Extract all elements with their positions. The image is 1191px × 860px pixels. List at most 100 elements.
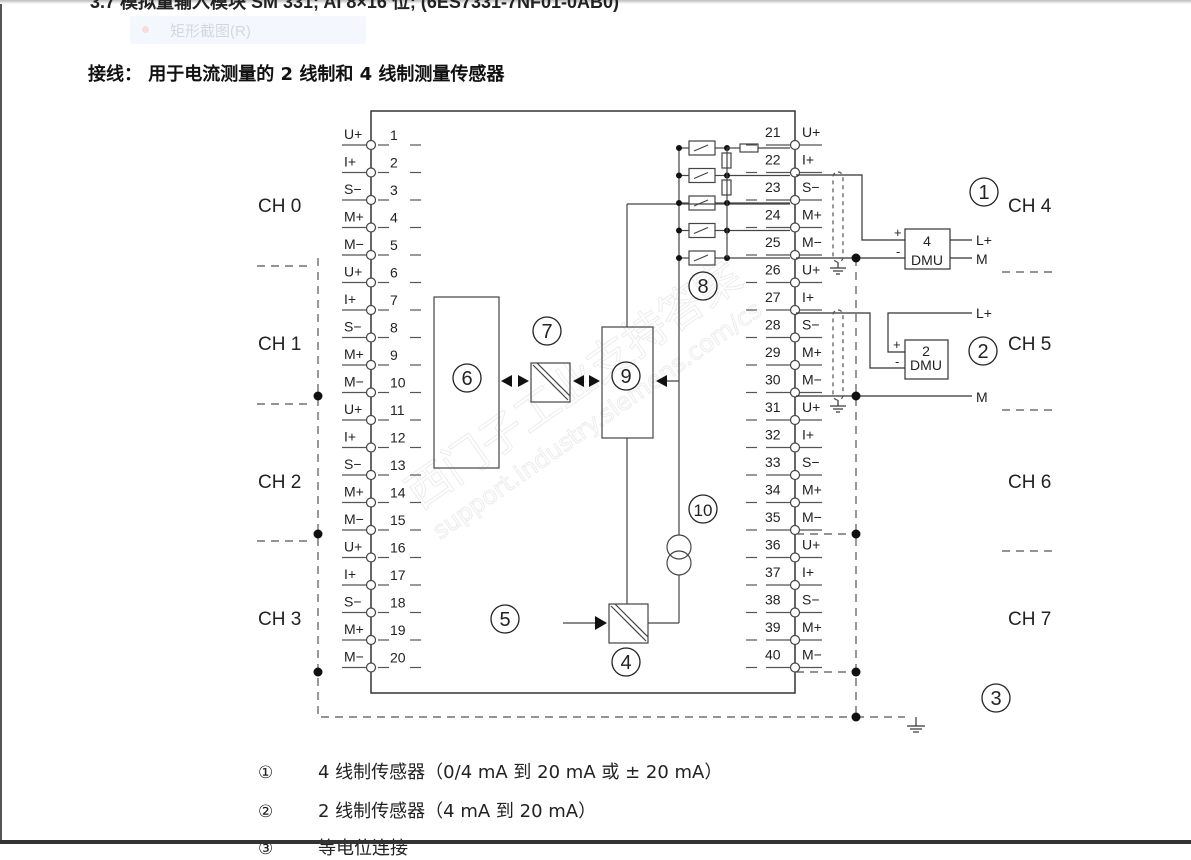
context-menu-label: 矩形截图(R) <box>170 23 251 40</box>
signal-label: S− <box>344 319 362 335</box>
terminal-25 <box>746 249 822 261</box>
terminal-1 <box>342 139 421 151</box>
converter-7 <box>530 362 571 403</box>
callout-8: 8 <box>688 271 718 301</box>
terminal-number: 2 <box>390 155 398 171</box>
terminal-24 <box>746 222 822 233</box>
terminal-number: 13 <box>390 457 406 473</box>
terminal-number: 17 <box>390 567 406 583</box>
terminal-number: 18 <box>390 595 406 611</box>
signal-label: U+ <box>344 126 362 142</box>
terminal-31 <box>746 414 822 426</box>
signal-label: S− <box>344 181 362 197</box>
terminal-number: 36 <box>765 537 781 553</box>
svg-text:3: 3 <box>990 688 1001 710</box>
dmu-label: DMU <box>910 357 942 373</box>
terminal-16 <box>342 552 421 563</box>
signal-label: M− <box>344 236 364 252</box>
input-arrow-9 <box>656 375 667 387</box>
terminal-number: 21 <box>765 124 781 140</box>
terminal-number: 20 <box>390 650 406 666</box>
callout-4: 4 <box>611 647 641 677</box>
terminal-7 <box>342 304 421 316</box>
terminal-number: 38 <box>765 592 781 608</box>
terminal-2 <box>342 167 421 178</box>
terminal-28 <box>746 332 822 343</box>
terminal-38 <box>746 607 822 618</box>
signal-label: S− <box>802 179 820 195</box>
signal-label: U+ <box>344 539 362 555</box>
terminal-3 <box>342 194 421 206</box>
channel-label: CH 4 <box>1008 196 1052 217</box>
channel-label: CH 7 <box>1008 609 1051 630</box>
signal-label: M− <box>802 234 822 250</box>
top-edge-shadow <box>0 0 1191 4</box>
ground-icon <box>830 400 846 413</box>
svg-text:7: 7 <box>541 321 552 343</box>
signal-label: I+ <box>802 564 814 580</box>
terminal-37 <box>746 579 822 591</box>
terminal-29 <box>746 359 822 371</box>
terminal-number: 16 <box>390 540 406 556</box>
terminal-number: 14 <box>390 485 406 501</box>
dmu-label: DMU <box>911 252 943 268</box>
signal-label: M+ <box>802 482 822 498</box>
signal-label: M− <box>802 509 822 525</box>
terminal-6 <box>342 277 421 288</box>
terminal-15 <box>342 524 421 536</box>
svg-text:10: 10 <box>694 501 713 520</box>
signal-label: M+ <box>344 209 364 225</box>
signal-label: M+ <box>344 621 364 637</box>
terminal-number: 10 <box>390 375 406 391</box>
dmu-wire-count: 2 <box>922 343 930 359</box>
dmu-wire-count: 4 <box>923 233 931 249</box>
callout-2: 2 <box>968 336 998 366</box>
signal-label: I+ <box>344 154 356 170</box>
page-border <box>0 0 2 844</box>
channel-label: CH 0 <box>258 196 301 217</box>
callout-10: 10 <box>688 494 718 524</box>
terminal-27 <box>746 304 822 316</box>
terminal-number: 39 <box>765 619 781 635</box>
terminal-number: 30 <box>765 372 781 388</box>
signal-label: S− <box>802 592 820 608</box>
terminal-number: 22 <box>765 152 781 168</box>
terminal-number: 8 <box>390 320 398 336</box>
signal-label: M− <box>344 649 364 665</box>
bidir-arrow-left <box>501 375 512 387</box>
terminal-number: 40 <box>765 647 781 663</box>
terminal-30 <box>746 387 822 398</box>
terminal-number: 3 <box>390 182 398 198</box>
signal-label: U+ <box>802 399 820 415</box>
viewport-bottom-edge <box>0 840 1191 844</box>
minus-sign: - <box>896 244 900 259</box>
terminal-number: 5 <box>390 237 398 253</box>
terminal-number: 11 <box>390 402 405 418</box>
signal-label: I+ <box>344 429 356 445</box>
terminal-36 <box>746 552 822 563</box>
signal-label: I+ <box>344 291 356 307</box>
terminal-10 <box>342 387 421 398</box>
svg-text:2: 2 <box>977 341 988 363</box>
signal-label: I+ <box>802 427 814 443</box>
context-menu-rect-screenshot[interactable]: 矩形截图(R) <box>130 16 366 44</box>
terminal-number: 1 <box>390 127 398 143</box>
terminal-33 <box>746 469 822 481</box>
channel-label: CH 1 <box>258 334 301 355</box>
signal-label: S− <box>344 456 362 472</box>
terminal-17 <box>342 579 421 591</box>
junction-dot <box>851 253 861 263</box>
signal-label: I+ <box>802 152 814 168</box>
signal-label: I+ <box>802 289 814 305</box>
terminal-20 <box>342 662 421 673</box>
terminal-9 <box>342 359 421 371</box>
signal-label: M+ <box>344 484 364 500</box>
signal-label: M− <box>344 511 364 527</box>
record-dot-icon <box>142 26 149 33</box>
signal-label: M− <box>802 647 822 663</box>
svg-text:1: 1 <box>978 182 989 204</box>
supply-l-plus: L+ <box>976 232 992 248</box>
